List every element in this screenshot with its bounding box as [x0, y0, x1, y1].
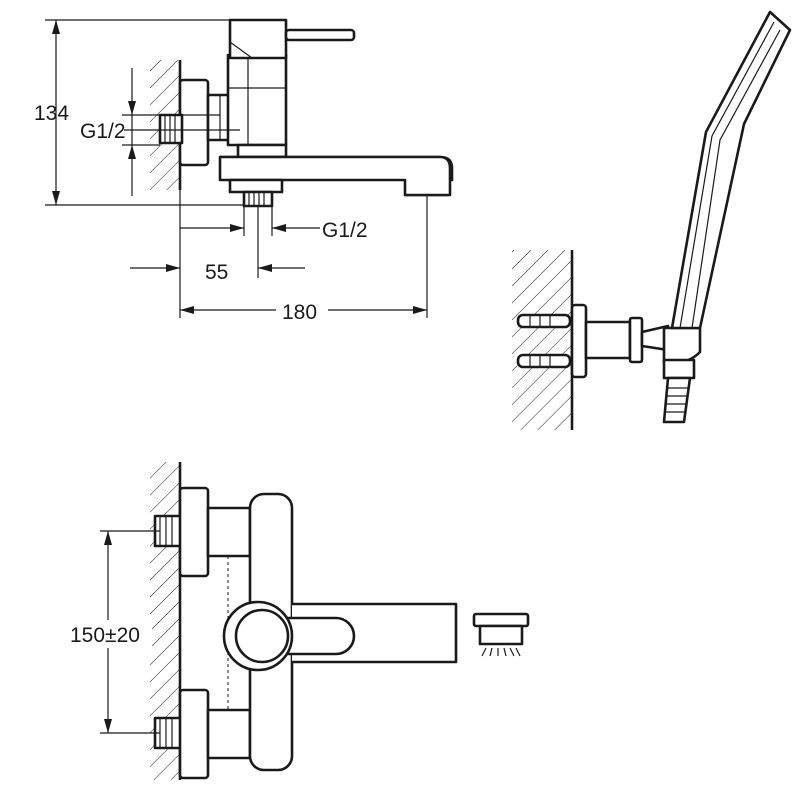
dim-inlet-thread: G1/2 — [80, 120, 126, 143]
mixer-body — [226, 53, 288, 147]
lower-flange — [178, 688, 210, 780]
shower-handle — [670, 10, 792, 330]
outlet-thread — [242, 190, 274, 208]
dim-outlet-thread: G1/2 — [322, 219, 368, 242]
cartridge-cap — [228, 18, 288, 60]
dim-offset: 55 — [205, 261, 228, 284]
hose-thread — [662, 376, 692, 424]
bracket-plate — [570, 303, 588, 379]
wall-hatch-shower — [512, 250, 572, 430]
wall-flange — [178, 78, 210, 167]
dim-spout-reach: 180 — [282, 301, 317, 324]
dim-height: 134 — [34, 102, 69, 125]
lever-handle — [284, 28, 356, 42]
dim-inlet-spacing: 150±20 — [70, 624, 140, 647]
aerator-detail — [472, 612, 530, 657]
holder-cup — [662, 326, 702, 364]
upper-flange — [178, 486, 210, 578]
front-view: 150±20 — [68, 462, 530, 780]
hand-shower-view — [512, 10, 792, 430]
inlet-thread — [158, 113, 184, 145]
side-view: 134 G1/2 G1/2 55 180 — [34, 18, 454, 324]
